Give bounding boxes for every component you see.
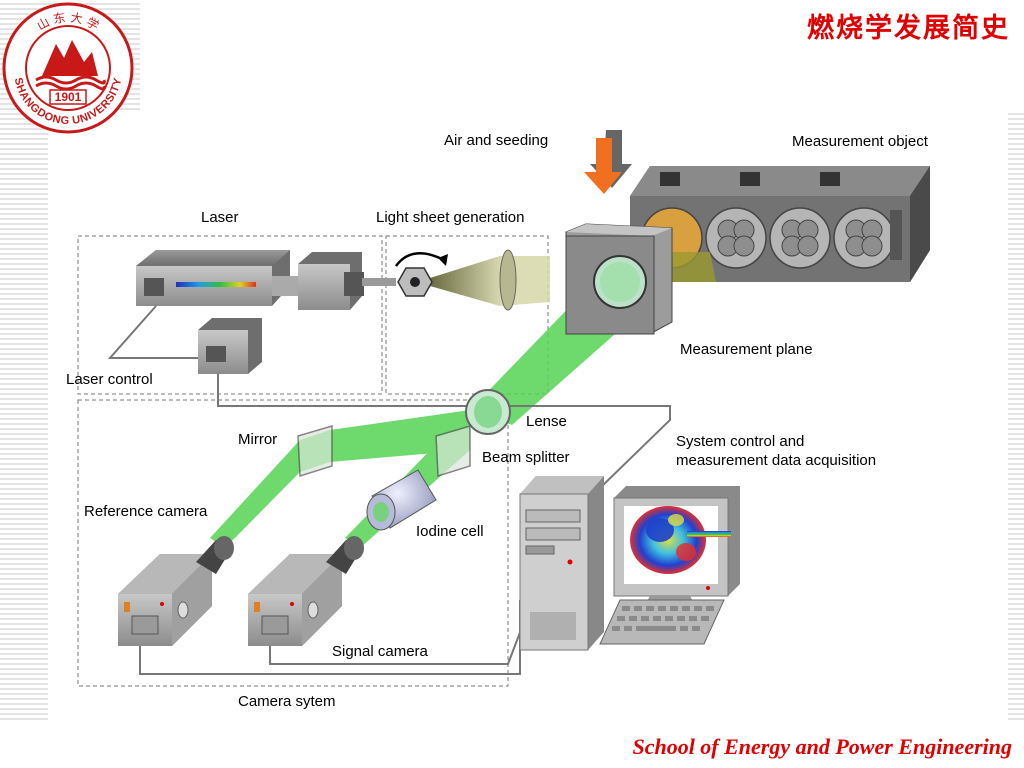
label-lense: Lense (526, 413, 567, 430)
label-light-sheet: Light sheet generation (376, 209, 524, 226)
label-reference-camera: Reference camera (84, 503, 208, 520)
label-air-seeding: Air and seeding (444, 132, 548, 149)
camera-system-frame (77, 399, 509, 687)
label-system-control-line2: measurement data acquisition (676, 452, 876, 469)
light-sheet-frame (385, 235, 549, 395)
laser-control-unit (198, 318, 262, 374)
logo-year: 1901 (55, 90, 82, 104)
rotating-polygon-icon (394, 252, 448, 297)
wave-icon (35, 75, 106, 85)
label-laser-control: Laser control (66, 371, 153, 388)
beam-conditioner (298, 252, 396, 310)
cylinder-lens (499, 249, 517, 311)
engine-block (630, 166, 930, 282)
air-seeding-arrow-icon (584, 130, 632, 194)
heatmap-display (630, 506, 706, 574)
footer-school: School of Energy and Power Engineering (632, 734, 1012, 759)
label-laser: Laser (201, 209, 239, 226)
label-iodine-cell: Iodine cell (416, 523, 484, 540)
signal-camera (248, 536, 364, 646)
label-mirror: Mirror (238, 431, 277, 448)
computer-tower (519, 476, 604, 651)
iodine-cell (366, 469, 437, 531)
beam-splitter (435, 424, 471, 478)
mirror (297, 424, 333, 478)
label-camera-system: Camera sytem (238, 693, 336, 710)
monitor (613, 486, 740, 606)
header-band (140, 0, 1024, 112)
measurement-plane (565, 223, 673, 335)
label-beam-splitter: Beam splitter (482, 449, 570, 466)
keyboard (599, 599, 725, 645)
laser-head (136, 250, 300, 306)
label-measurement-plane: Measurement plane (680, 341, 813, 358)
university-logo: 1901 SHANGDONG UNIVERSITY 山 东 大 学 (2, 2, 134, 134)
footer-band (0, 722, 1024, 768)
logo-script: 山 东 大 学 (35, 11, 102, 33)
label-signal-camera: Signal camera (332, 643, 429, 660)
reference-camera (118, 536, 234, 646)
mountain-icon (42, 40, 98, 76)
page-title: 燃烧学发展简史 (807, 13, 1010, 44)
label-measurement-object: Measurement object (792, 133, 929, 150)
label-system-control-line1: System control and (676, 433, 804, 450)
light-cone (430, 256, 500, 306)
